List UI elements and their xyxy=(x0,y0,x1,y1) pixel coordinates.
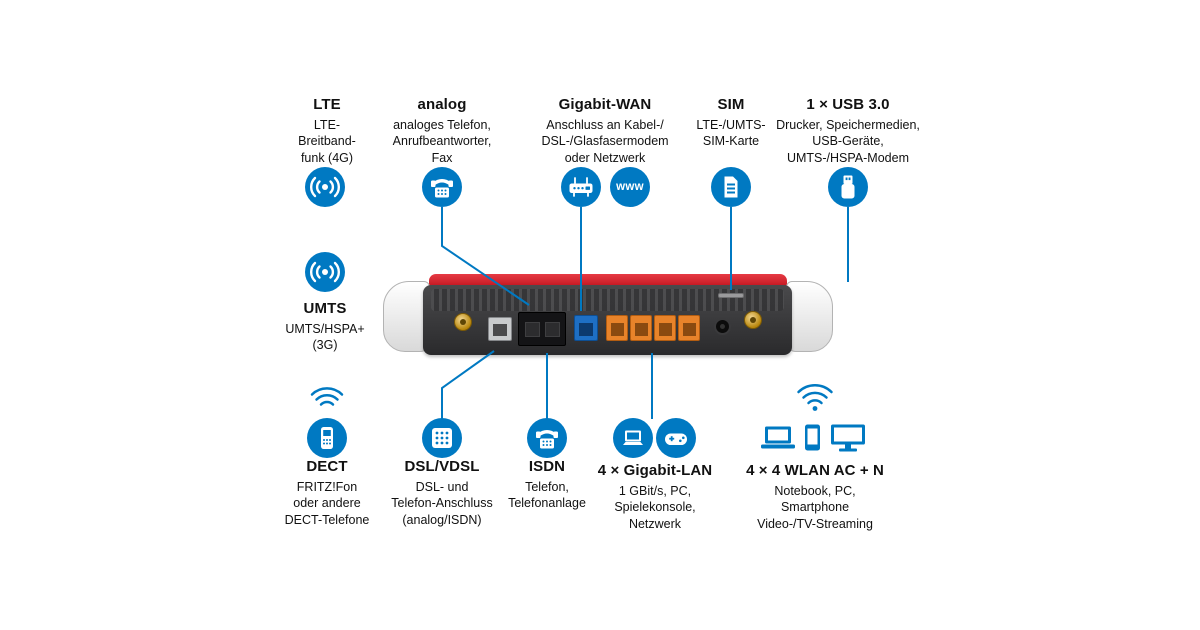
lte-signal-icon xyxy=(305,167,345,207)
dsl-socket-icon xyxy=(422,418,462,458)
umts-signal-icon xyxy=(305,252,345,292)
router-right-end-cap xyxy=(786,281,833,352)
dect-desc: FRITZ!Fon oder andere DECT-Telefone xyxy=(284,480,370,527)
umts-title: UMTS xyxy=(303,300,347,317)
sim-desc: LTE-/UMTS- SIM-Karte xyxy=(696,118,766,149)
gigabit-lan-desc: 1 GBit/s, PC, Spielekonsole, Netzwerk xyxy=(614,484,696,531)
callout-dsl-vdsl: DSL/VDSL DSL- und Telefon-Anschluss (ana… xyxy=(347,458,537,528)
callout-dect: DECT FRITZ!Fon oder andere DECT-Telefone xyxy=(232,458,422,528)
callout-gigabit-wan: Gigabit-WAN Anschluss an Kabel-/ DSL-/Gl… xyxy=(510,96,700,166)
dsl-vdsl-desc: DSL- und Telefon-Anschluss (analog/ISDN) xyxy=(391,480,493,527)
dsl-vdsl-title: DSL/VDSL xyxy=(404,458,480,475)
umts-desc: UMTS/HSPA+ (3G) xyxy=(285,322,365,353)
connector-dsl-vdsl xyxy=(441,350,495,419)
sim-card-icon xyxy=(711,167,751,207)
callout-analog: analog analoges Telefon, Anrufbeantworte… xyxy=(347,96,537,166)
dsl-port xyxy=(488,317,512,341)
lan-port-4 xyxy=(678,315,700,341)
router-body xyxy=(423,285,792,355)
www-label: www xyxy=(616,181,644,193)
analog-phone-ports xyxy=(518,312,566,346)
gigabit-lan-title: 4 × Gigabit-LAN xyxy=(597,462,713,479)
usb-desc: Drucker, Speichermedien, USB-Geräte, UMT… xyxy=(776,118,920,165)
callout-lte: LTE LTE- Breitband- funk (4G) xyxy=(232,96,422,166)
callout-isdn: ISDN Telefon, Telefonanlage xyxy=(452,458,642,512)
analog-title: analog xyxy=(417,96,467,113)
usb-stick-icon xyxy=(828,167,868,207)
isdn-desc: Telefon, Telefonanlage xyxy=(508,480,586,511)
analog-desc: analoges Telefon, Anrufbeantworter, Fax xyxy=(392,118,492,165)
modem-icon xyxy=(561,167,601,207)
antenna-connector-right xyxy=(744,311,762,329)
wlan-devices-icon xyxy=(761,421,869,460)
analog-phone-icon xyxy=(422,167,462,207)
wlan-title: 4 × 4 WLAN AC + N xyxy=(746,462,884,479)
sim-card-slot xyxy=(718,293,744,298)
wlan-desc: Notebook, PC, Smartphone Video-/TV-Strea… xyxy=(757,484,873,531)
wan-port xyxy=(574,315,598,341)
isdn-title: ISDN xyxy=(528,458,566,475)
wlan-wifi-waves-icon xyxy=(793,383,837,418)
dect-handset-icon xyxy=(307,418,347,458)
isdn-phone-icon xyxy=(527,418,567,458)
lte-title: LTE xyxy=(313,96,341,113)
lan-port-3 xyxy=(654,315,676,341)
dect-wifi-waves-icon xyxy=(307,386,347,419)
gigabit-wan-title: Gigabit-WAN xyxy=(558,96,652,113)
power-connector xyxy=(714,318,731,335)
lan-laptop-icon xyxy=(613,418,653,458)
callout-usb: 1 × USB 3.0 Drucker, Speichermedien, USB… xyxy=(753,96,943,166)
antenna-connector-left xyxy=(454,313,472,331)
gigabit-wan-desc: Anschluss an Kabel-/ DSL-/Glasfasermodem… xyxy=(541,118,669,165)
lan-gamepad-icon xyxy=(656,418,696,458)
callout-gigabit-lan: 4 × Gigabit-LAN 1 GBit/s, PC, Spielekons… xyxy=(560,462,750,532)
sim-title: SIM xyxy=(717,96,745,113)
lan-port-2 xyxy=(630,315,652,341)
lte-desc: LTE- Breitband- funk (4G) xyxy=(298,118,356,165)
lan-port-1 xyxy=(606,315,628,341)
www-icon: www xyxy=(610,167,650,207)
usb-title: 1 × USB 3.0 xyxy=(806,96,890,113)
callout-wlan: 4 × 4 WLAN AC + N Notebook, PC, Smartpho… xyxy=(720,462,910,532)
dect-title: DECT xyxy=(306,458,348,475)
callout-sim: SIM LTE-/UMTS- SIM-Karte xyxy=(636,96,826,150)
router-left-end-cap xyxy=(383,281,430,352)
callout-umts: UMTS UMTS/HSPA+ (3G) xyxy=(230,300,420,354)
